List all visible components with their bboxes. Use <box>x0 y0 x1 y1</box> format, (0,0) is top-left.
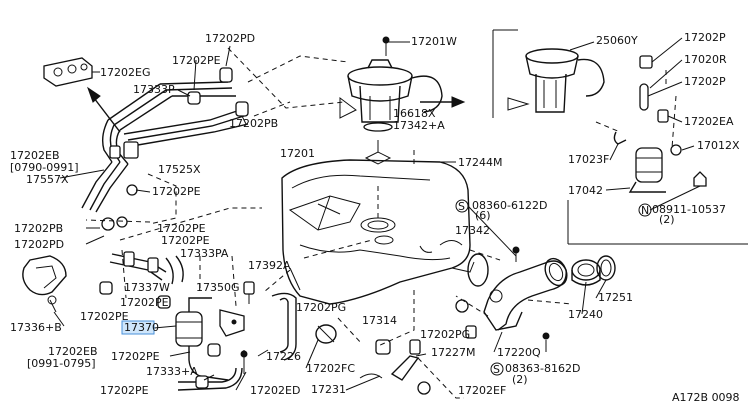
lower-center-parts <box>359 299 477 395</box>
part-label-p17202PE_c: 17202PE <box>157 222 206 235</box>
part-label-p17202EB_a: 17202EB <box>10 149 60 162</box>
part-label-p17201W: 17201W <box>411 35 457 48</box>
inset-pump <box>507 48 707 193</box>
circled-n: N <box>641 204 649 217</box>
leader-lines <box>53 37 701 391</box>
part-label-p17314: 17314 <box>362 314 397 327</box>
part-label-p17350G: 17350G <box>196 281 240 294</box>
dashed-lines <box>85 47 677 399</box>
part-label-p08363: 08363-8162D <box>505 362 580 375</box>
hose-bundle <box>81 81 249 231</box>
filter-assembly <box>22 251 337 391</box>
part-label-p17202FC: 17202FC <box>306 362 355 375</box>
part-label-p08360: 08360-6122D <box>472 199 547 212</box>
part-label-p17202PE_d: 17202PE <box>161 234 210 247</box>
part-label-p17202PE_e: 17202PE <box>120 296 169 309</box>
part-label-p17202PG_a: 17202PG <box>296 301 346 314</box>
part-label-p17202EA: 17202EA <box>684 115 734 128</box>
connector-17202EG <box>43 57 93 87</box>
part-label-p08911: 08911-10537 <box>652 203 726 216</box>
part-label-p17240: 17240 <box>568 308 603 321</box>
part-label-p17202P_b: 17202P <box>684 75 726 88</box>
part-label-p16618X: 16618X <box>393 107 436 120</box>
part-label-p17342A: 17342+A <box>393 119 445 132</box>
part-label-p17336B: 17336+B <box>10 321 62 334</box>
fuel-pump-assembly <box>339 36 466 165</box>
part-label-p17202PE_g: 17202PE <box>111 350 160 363</box>
part-label-p17023F: 17023F <box>568 153 609 166</box>
circled-symbols: S S N <box>455 199 652 376</box>
part-label-p17201: 17201 <box>280 147 315 160</box>
part-label-p17231: 17231 <box>311 383 346 396</box>
part-label-p17202PE_h: 17202PE <box>100 384 149 397</box>
part-label-pA172B: A172B 0098 <box>672 391 740 404</box>
part-label-p17333A: 17333+A <box>146 365 198 378</box>
part-label-p17392A: 17392A <box>248 259 291 272</box>
part-label-p25060Y: 25060Y <box>596 34 638 47</box>
part-label-p17020R: 17020R <box>684 53 727 66</box>
part-label-p17202P_a: 17202P <box>684 31 726 44</box>
part-label-p08363q: (2) <box>512 373 528 386</box>
part-label-p17202PB_a: 17202PB <box>229 117 278 130</box>
part-label-p17333P: 17333P <box>133 83 175 96</box>
part-label-p17202EG: 17202EG <box>100 66 150 79</box>
part-label-p17251: 17251 <box>598 291 633 304</box>
part-label-p17333PA: 17333PA <box>180 247 229 260</box>
part-label-p17342: 17342 <box>455 224 490 237</box>
part-label-p17202EB_b: 17202EB <box>48 345 98 358</box>
part-label-p17227M: 17227M <box>431 346 475 359</box>
part-label-p17370: 17370 <box>124 321 159 334</box>
part-label-p17202PE_f: 17202PE <box>80 310 129 323</box>
part-labels: 17202EG 17202PD 17202PE 17333P 17202PB 17201W… <box>10 31 740 404</box>
part-label-p17226: 17226 <box>266 350 301 363</box>
circled-s-2: S <box>493 363 500 376</box>
circled-s-1: S <box>458 200 465 213</box>
part-label-p17202PB_b: 17202PB <box>14 222 63 235</box>
part-label-p17202PE_a: 17202PE <box>172 54 221 67</box>
part-label-p17525X: 17525X <box>158 163 201 176</box>
part-label-p0790: [0790-0991] <box>10 161 79 174</box>
part-label-p17202EF: 17202EF <box>458 384 506 397</box>
part-label-p17012X: 17012X <box>697 139 740 152</box>
part-label-p17220Q: 17220Q <box>497 346 541 359</box>
part-label-p17202PG_b: 17202PG <box>420 328 470 341</box>
part-label-p17557X: 17557X <box>26 173 69 186</box>
fuel-tank <box>281 159 475 305</box>
inset-frame <box>492 29 748 245</box>
clips-top <box>187 67 249 117</box>
part-label-p17202PE_b: 17202PE <box>152 185 201 198</box>
part-label-p17337W: 17337W <box>124 281 170 294</box>
part-label-p08911q: (2) <box>659 213 675 226</box>
highlight-17370 <box>121 320 155 335</box>
part-label-p17202ED: 17202ED <box>250 384 300 397</box>
part-label-p17244M: 17244M <box>458 156 502 169</box>
part-label-p17202PD_top: 17202PD <box>205 32 255 45</box>
part-label-p17202PD_b: 17202PD <box>14 238 64 251</box>
part-label-p0991: [0991-0795] <box>27 357 96 370</box>
part-label-p17042: 17042 <box>568 184 603 197</box>
part-label-p08360q: (6) <box>475 209 491 222</box>
filler-neck <box>467 246 616 352</box>
